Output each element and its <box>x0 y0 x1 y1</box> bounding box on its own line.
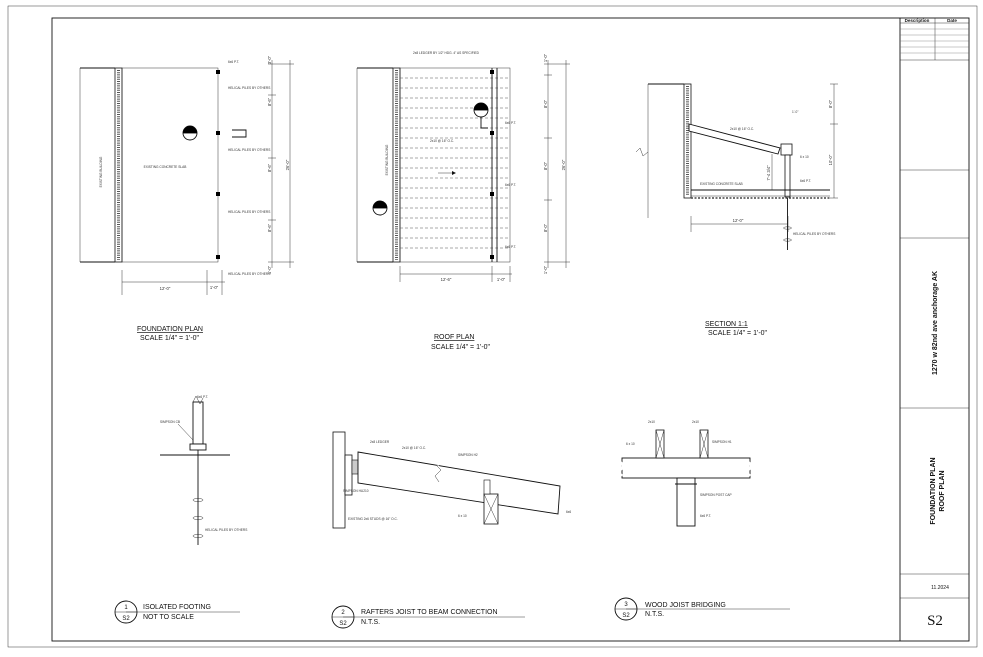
rp-existing-building-note: EXISTING BUILDING <box>385 144 389 175</box>
fp-title: FOUNDATION PLAN <box>137 326 203 333</box>
rp-dim-d: 8'-0" <box>543 223 548 232</box>
fp-slab-note: EXISTING CONCRETE SLAB <box>144 165 187 169</box>
d3-note-joist-1: 2x10 <box>648 420 655 424</box>
rp-scale: SCALE 1/4" = 1'-0" <box>431 344 491 351</box>
rp-post-note-2: 6x6 P.T. <box>505 183 516 187</box>
fp-dim-a: 3'-0" <box>267 55 272 64</box>
section-post-note: 6x6 P.T. <box>800 179 811 183</box>
rp-title: ROOF PLAN <box>434 334 474 341</box>
section-rafter-note: 2x10 @ 16" O.C. <box>730 127 754 131</box>
fp-dim-d: 8'-6" <box>267 223 272 232</box>
section-view: 2x10 @ 16" O.C. 1'-0" 6 x 10 6x6 P.T. EX… <box>635 83 838 337</box>
d2-note-ledger: 2x8 LEDGER <box>370 440 390 444</box>
rp-dim-c: 8'-0" <box>543 161 548 170</box>
rp-rafters-note: 2x10 @ 16" O.C. <box>430 139 454 143</box>
section-rafter <box>688 123 781 155</box>
foundation-plan-view: EXISTING BUILDING EXISTING CONCRETE SLAB… <box>79 55 294 342</box>
d2-title: RAFTERS JOIST TO BEAM CONNECTION <box>361 609 498 616</box>
section-dim-width: 12'-0" <box>733 218 744 223</box>
d3-note-joist-2: 2x10 <box>692 420 699 424</box>
sheet-title-line1: FOUNDATION PLAN <box>930 457 937 524</box>
fp-dim-total: 26'-0" <box>285 159 290 170</box>
fp-slab <box>121 67 219 263</box>
section-scale: SCALE 1/4" = 1'-0" <box>708 330 768 337</box>
title-block: Description Date 1270 w 82nd ave anchora… <box>899 18 969 641</box>
rp-dim-e: 1'-0" <box>543 265 548 274</box>
fp-piles-note-3: HELICAL PILES BY OTHERS <box>228 210 270 214</box>
fp-scale: SCALE 1/4" = 1'-0" <box>140 335 200 342</box>
fp-dim-e: 1'-0" <box>267 265 272 274</box>
section-dim-h1: 8'-0" <box>828 99 833 108</box>
section-overhang: 1'-0" <box>792 110 798 114</box>
fp-dim-c: 8'-6" <box>267 163 272 172</box>
d1-sheet: S2 <box>122 616 130 622</box>
fp-dim-b: 8'-6" <box>267 97 272 106</box>
d3-note-postcap: SIMPSON POST CAP <box>700 493 732 497</box>
rp-dim-total: 26'-0" <box>561 159 566 170</box>
d2-note-beam: 6 x 10 <box>458 514 467 518</box>
fp-piles-note-4: HELICAL PILES BY OTHERS <box>228 272 270 276</box>
detail-joist-bridging: 2x10 2x10 6 x 10 SIMPSON H1 SIMPSON POST… <box>614 420 790 621</box>
d1-num: 1 <box>124 605 128 611</box>
rp-post-note-1: 6x6 P.T. <box>505 121 516 125</box>
d2-note-post: 6x6 <box>566 510 571 514</box>
fp-piles-note-2: HELICAL PILES BY OTHERS <box>228 148 270 152</box>
fp-existing-building-note: EXISTING BUILDING <box>99 156 103 187</box>
drawing-border <box>51 17 970 642</box>
d3-note-h1: SIMPSON H1 <box>712 440 732 444</box>
sheet-date: 11.2024 <box>931 585 949 591</box>
section-piles-note: HELICAL PILES BY OTHERS <box>793 232 835 236</box>
fp-dim-offset: 1'-0" <box>210 285 219 290</box>
rp-dim-b: 8'-0" <box>543 99 548 108</box>
sheet-title-line2: ROOF PLAN <box>939 470 946 511</box>
fp-piles-note-1: HELICAL PILES BY OTHERS <box>228 86 270 90</box>
d3-note-post: 6x6 P.T. <box>700 514 711 518</box>
d3-sub: N.T.S. <box>645 611 664 618</box>
project-address: 1270 w 82nd ave anchorage AK <box>932 271 939 375</box>
fp-dim-width: 12'-0" <box>160 286 171 291</box>
d1-note-simpson: SIMPSON CB <box>160 420 180 424</box>
fp-post-note: 6x6 P.T. <box>228 60 239 64</box>
section-dim-h2: 10'-0" <box>828 154 833 165</box>
outer-border <box>7 5 978 648</box>
d2-num: 2 <box>341 610 345 616</box>
d2-note-hu: SIMPSON HU210 <box>343 489 369 493</box>
detail-rafter-beam: 2x8 LEDGER 2x10 @ 16" O.C. SIMPSON HU210… <box>331 431 571 629</box>
section-title: SECTION 1:1 <box>705 321 748 328</box>
d2-note-studs: EXISTING 2x6 STUDS @ 16" O.C. <box>348 517 398 521</box>
d2-note-rafter: 2x10 @ 16" O.C. <box>402 446 426 450</box>
section-slab-note: EXISTING CONCRETE SLAB <box>700 182 743 186</box>
section-beam-note: 6 x 10 <box>800 155 809 159</box>
d2-sheet: S2 <box>339 621 347 627</box>
sheet-number: S2 <box>927 613 943 629</box>
d2-rafter <box>357 451 561 515</box>
rp-rafters <box>400 77 510 249</box>
d2-note-h2: SIMPSON H2 <box>458 453 478 457</box>
rp-ledger-note: 2x8 LEDGER BY 1/2" HDG. 4" AS SPECIFIED <box>413 51 480 55</box>
d2-sub: N.T.S. <box>361 619 380 626</box>
d3-title: WOOD JOIST BRIDGING <box>645 602 726 609</box>
rev-header-date: Date <box>947 18 957 23</box>
rp-dim-offset: 1'-0" <box>497 277 506 282</box>
rev-header-description: Description <box>905 18 930 23</box>
section-dim-clear: 7'-4 3/4" <box>766 165 771 181</box>
d1-note-piles: HELICAL PILES BY OTHERS <box>205 528 247 532</box>
rp-dim-a: 1'-0" <box>543 53 548 62</box>
d1-title: ISOLATED FOOTING <box>143 604 211 611</box>
rp-roof-outline <box>399 67 511 263</box>
rp-post-note-3: 6x6 P.T. <box>505 245 516 249</box>
detail-isolated-footing: 6x6 P.T. SIMPSON CB HELICAL PILES BY OTH… <box>114 395 247 624</box>
roof-plan-view: EXISTING BUILDING <box>356 51 570 351</box>
d1-note-post: 6x6 P.T. <box>197 395 208 399</box>
d3-note-beam: 6 x 10 <box>626 442 635 446</box>
d1-sub: NOT TO SCALE <box>143 614 194 621</box>
d3-sheet: S2 <box>622 613 630 619</box>
rp-dim-width: 12'-6" <box>441 277 452 282</box>
d3-num: 3 <box>624 602 628 608</box>
